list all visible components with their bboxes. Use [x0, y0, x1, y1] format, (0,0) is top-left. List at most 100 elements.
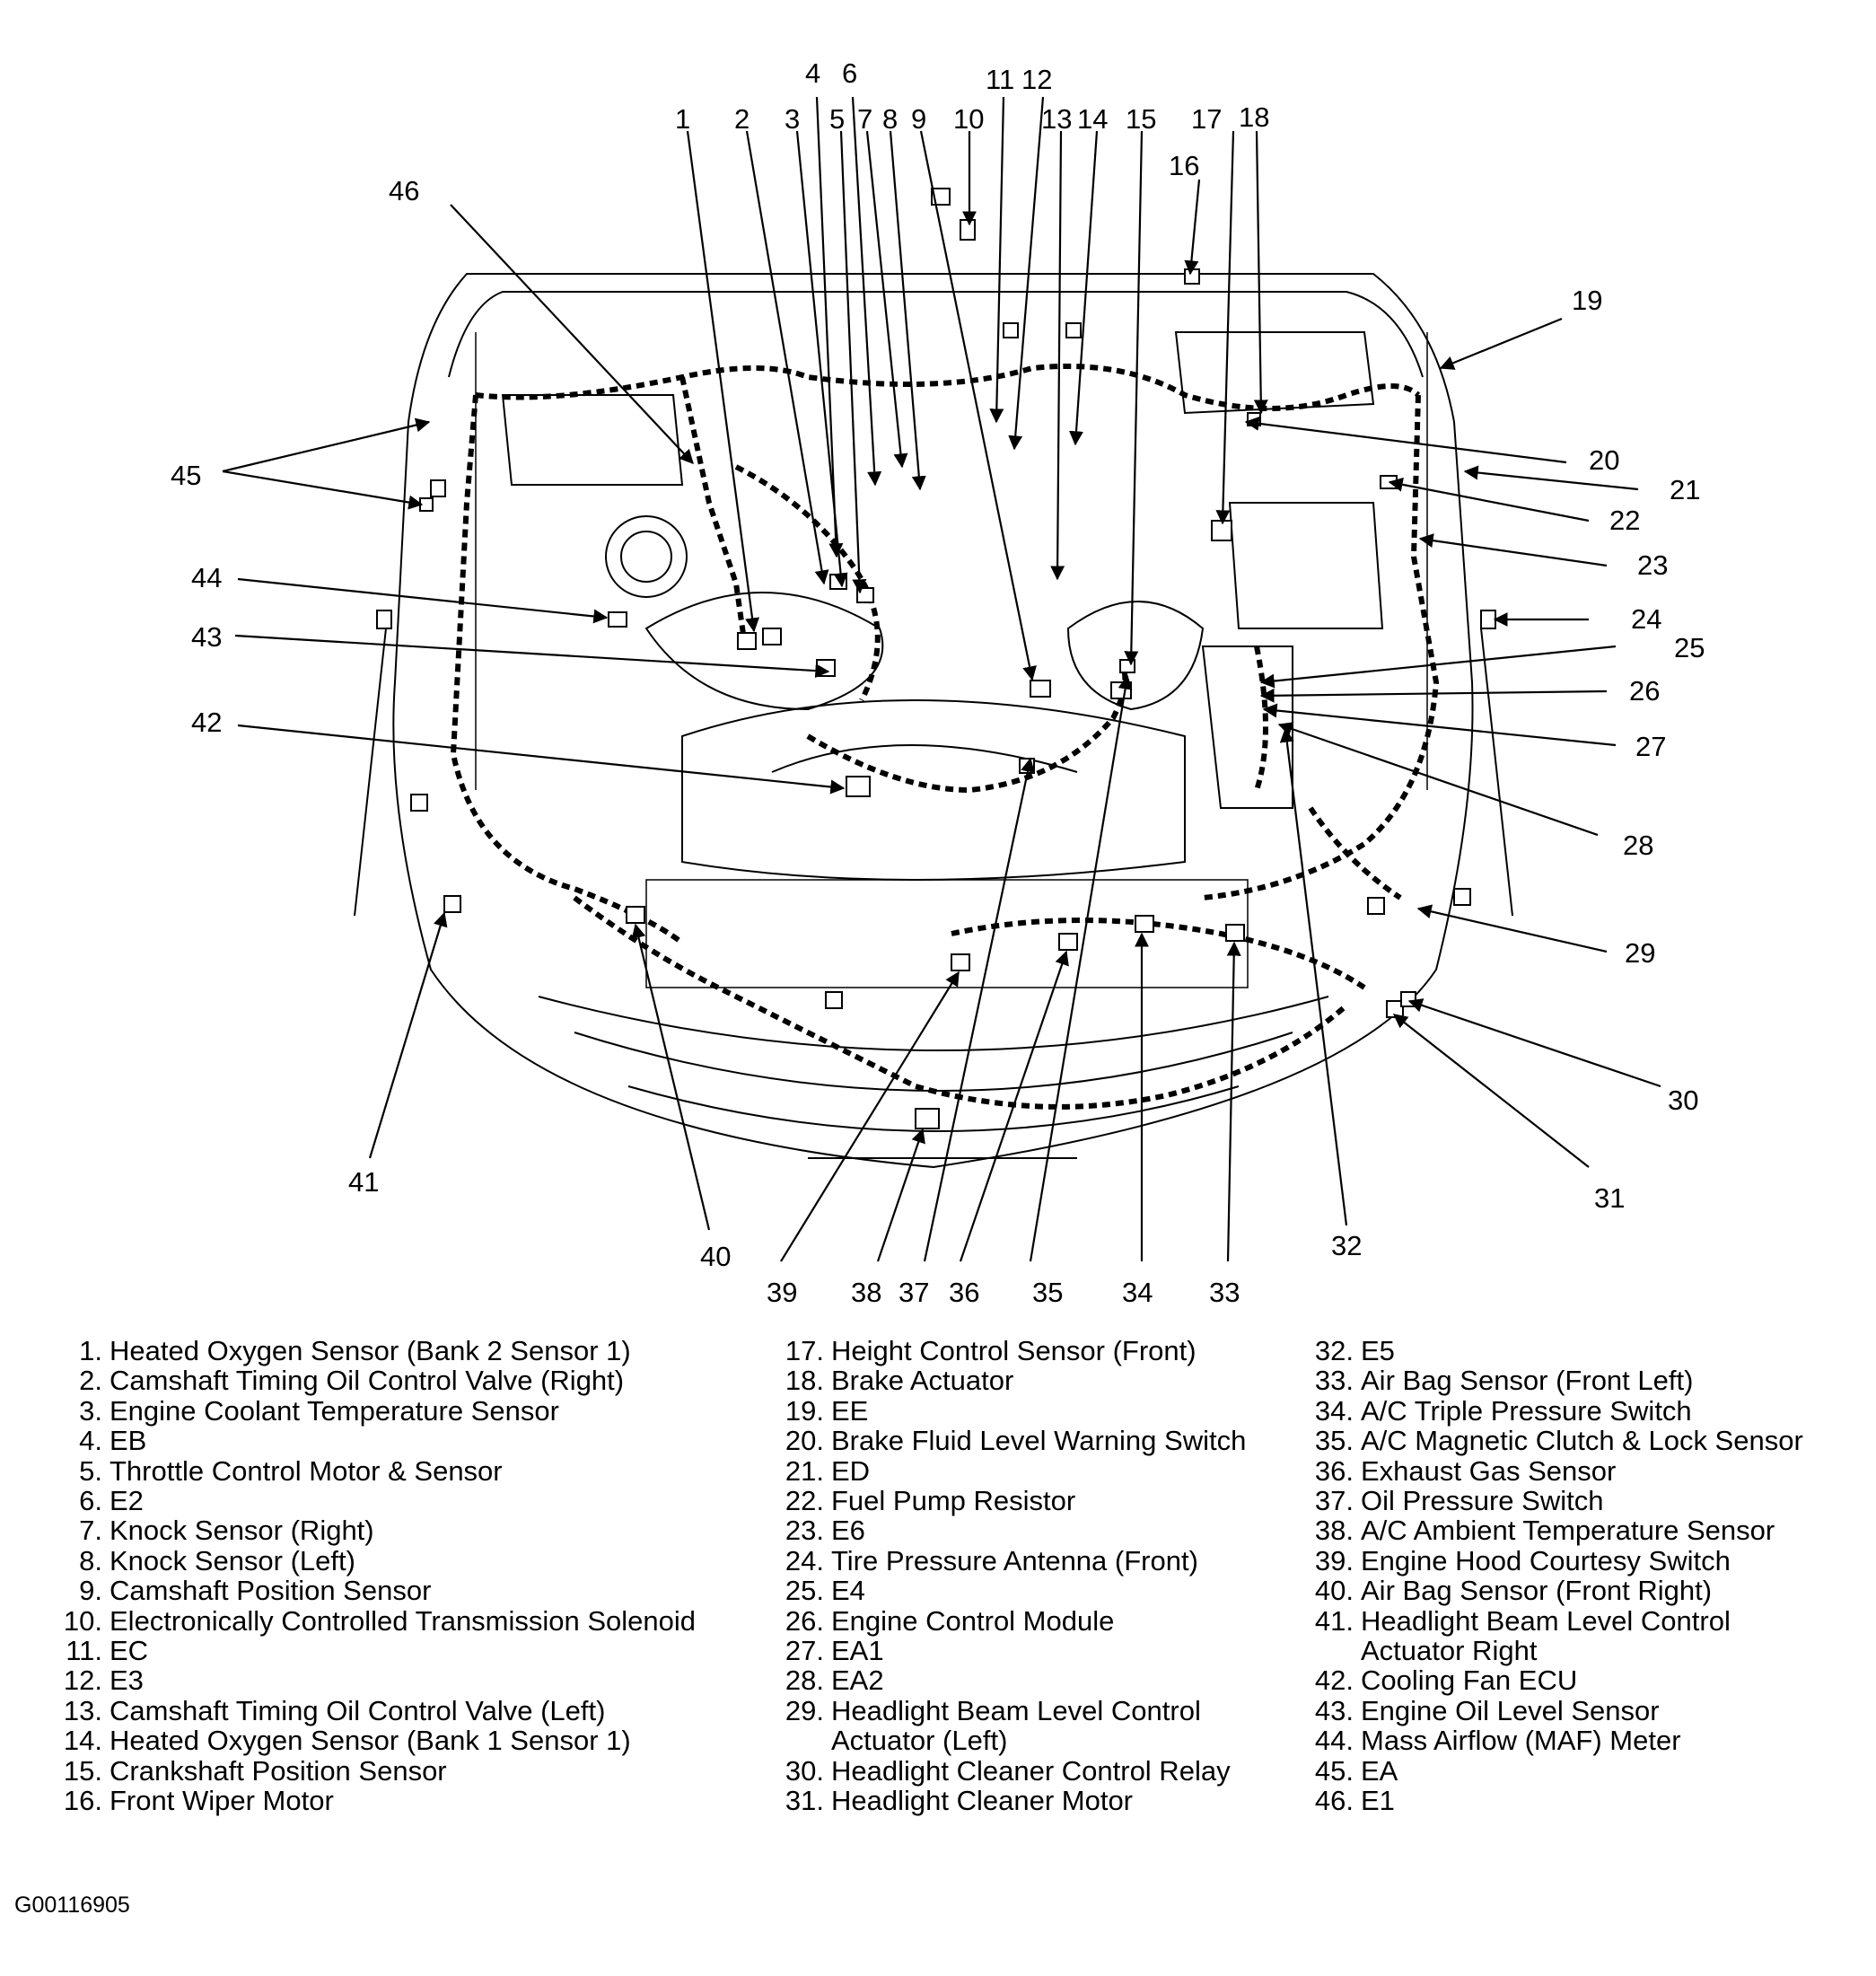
legend-item-label: Heated Oxygen Sensor (Bank 2 Sensor 1) — [110, 1335, 631, 1366]
callout-12: 12 — [1021, 64, 1052, 95]
callout-30: 30 — [1668, 1085, 1698, 1116]
callout-10: 10 — [953, 103, 984, 135]
legend-item: Actuator Right — [1300, 1635, 1803, 1667]
legend-item-number — [770, 1726, 824, 1755]
legend-item-number: 7. — [79, 1515, 102, 1547]
legend-item: Actuator (Left) — [770, 1726, 1246, 1756]
legend-item: 8.Knock Sensor (Left) — [47, 1545, 696, 1576]
legend-item-label: Engine Oil Level Sensor — [1361, 1694, 1660, 1726]
legend-item-label: Headlight Beam Level Control — [1361, 1604, 1731, 1637]
legend-item-label: Tire Pressure Antenna (Front) — [831, 1544, 1198, 1576]
legend-item-label: Engine Control Module — [831, 1604, 1115, 1637]
callout-29: 29 — [1625, 937, 1655, 969]
wire-harness — [450, 364, 1440, 1110]
legend-item: 40.Air Bag Sensor (Front Right) — [1300, 1576, 1803, 1606]
callout-43: 43 — [191, 621, 222, 653]
callout-16: 16 — [1169, 150, 1199, 181]
legend-item-label: Oil Pressure Switch — [1361, 1485, 1604, 1517]
legend-item-number: 23. — [785, 1515, 824, 1547]
legend-item-label: Camshaft Timing Oil Control Valve (Right… — [110, 1365, 625, 1397]
legend-item: 7.Knock Sensor (Right) — [47, 1515, 696, 1547]
legend-item-number: 46. — [1314, 1785, 1354, 1817]
callout-6: 6 — [842, 57, 857, 89]
legend-item-label: Camshaft Timing Oil Control Valve (Left) — [110, 1694, 606, 1726]
legend-item: 42.Cooling Fan ECU — [1300, 1664, 1803, 1697]
legend-item: 35.A/C Magnetic Clutch & Lock Sensor — [1300, 1425, 1803, 1457]
legend-item: 36.Exhaust Gas Sensor — [1300, 1455, 1803, 1486]
legend-item-number: 21. — [785, 1454, 824, 1487]
callout-4: 4 — [805, 57, 820, 89]
legend-item: 27.EA1 — [770, 1635, 1246, 1667]
legend-item-label: A/C Triple Pressure Switch — [1361, 1394, 1692, 1427]
legend-item-label: EA1 — [831, 1635, 884, 1667]
figure-id: G00116905 — [14, 1893, 130, 1918]
legend-item-label: EA2 — [831, 1664, 884, 1697]
callout-33: 33 — [1209, 1277, 1240, 1308]
callout-7: 7 — [857, 103, 872, 135]
legend-item: 18.Brake Actuator — [770, 1365, 1246, 1397]
legend-item: 17.Height Control Sensor (Front) — [770, 1336, 1246, 1366]
legend-item: 30.Headlight Cleaner Control Relay — [770, 1754, 1246, 1787]
legend-item-number — [1300, 1636, 1354, 1665]
legend-item-label: E5 — [1361, 1335, 1395, 1366]
legend-item-label: E4 — [831, 1575, 865, 1607]
callout-35: 35 — [1032, 1277, 1063, 1308]
legend-item-label: E1 — [1361, 1785, 1395, 1817]
callout-18: 18 — [1239, 101, 1269, 133]
legend-item-number: 35. — [1314, 1425, 1354, 1457]
legend-item-number: 25. — [785, 1575, 824, 1607]
legend-item-number: 31. — [785, 1785, 824, 1817]
legend-item-label: Cooling Fan ECU — [1361, 1664, 1578, 1697]
legend-item-number: 9. — [79, 1575, 102, 1607]
legend-item-number: 32. — [1314, 1335, 1354, 1366]
callout-44: 44 — [191, 562, 222, 593]
callout-8: 8 — [882, 103, 898, 135]
legend-item-number: 20. — [785, 1425, 824, 1457]
legend-item: 41.Headlight Beam Level Control — [1300, 1604, 1803, 1637]
legend-item-label: Electronically Controlled Transmission S… — [110, 1604, 697, 1637]
callout-38: 38 — [851, 1277, 881, 1308]
callout-34: 34 — [1122, 1277, 1153, 1308]
legend-item-label: E2 — [110, 1485, 144, 1517]
legend-item: 38.A/C Ambient Temperature Sensor — [1300, 1515, 1803, 1547]
callout-46: 46 — [389, 175, 419, 206]
legend-item-label: Front Wiper Motor — [110, 1785, 334, 1817]
legend-item: 24.Tire Pressure Antenna (Front) — [770, 1544, 1246, 1576]
legend-item-label: ED — [831, 1454, 871, 1487]
legend-item: 3.Engine Coolant Temperature Sensor — [47, 1395, 696, 1426]
legend-item: 11.EC — [47, 1635, 696, 1667]
callout-9: 9 — [911, 103, 926, 135]
legend-item-number: 17. — [785, 1335, 824, 1366]
callout-28: 28 — [1623, 830, 1653, 861]
legend-item-label: Headlight Cleaner Control Relay — [831, 1754, 1231, 1787]
legend-item-number: 26. — [785, 1604, 824, 1637]
callout-25: 25 — [1674, 632, 1705, 663]
callout-39: 39 — [767, 1277, 797, 1308]
legend-item-number: 19. — [785, 1394, 824, 1427]
legend-item: 29.Headlight Beam Level Control — [770, 1695, 1246, 1726]
legend-item-label: Brake Actuator — [831, 1365, 1014, 1397]
callout-22: 22 — [1609, 505, 1640, 536]
legend-item-label: EA — [1361, 1754, 1398, 1787]
legend-item-label: Crankshaft Position Sensor — [110, 1754, 447, 1787]
legend-item: 6.E2 — [47, 1485, 696, 1517]
legend-item-label: Air Bag Sensor (Front Left) — [1361, 1365, 1694, 1397]
legend-item-number: 6. — [79, 1485, 102, 1517]
legend-item-number: 45. — [1314, 1754, 1354, 1787]
legend-item-number: 22. — [785, 1485, 824, 1517]
callout-2: 2 — [734, 103, 750, 135]
legend-item-label: Actuator Right — [1361, 1635, 1538, 1667]
legend-item-label: EB — [110, 1425, 147, 1457]
legend-item-label: EC — [110, 1635, 149, 1667]
legend-item-number: 38. — [1314, 1515, 1354, 1547]
legend-item-label: Mass Airflow (MAF) Meter — [1361, 1725, 1681, 1757]
vehicle-outline — [354, 273, 1513, 1169]
callout-27: 27 — [1635, 731, 1666, 762]
legend-item: 5.Throttle Control Motor & Sensor — [47, 1455, 696, 1486]
legend-item: 33.Air Bag Sensor (Front Left) — [1300, 1365, 1803, 1397]
legend-item: 34.A/C Triple Pressure Switch — [1300, 1394, 1803, 1427]
legend-item-number: 27. — [785, 1635, 824, 1667]
legend-item-number: 41. — [1314, 1604, 1354, 1637]
legend-item-number: 43. — [1314, 1694, 1354, 1726]
